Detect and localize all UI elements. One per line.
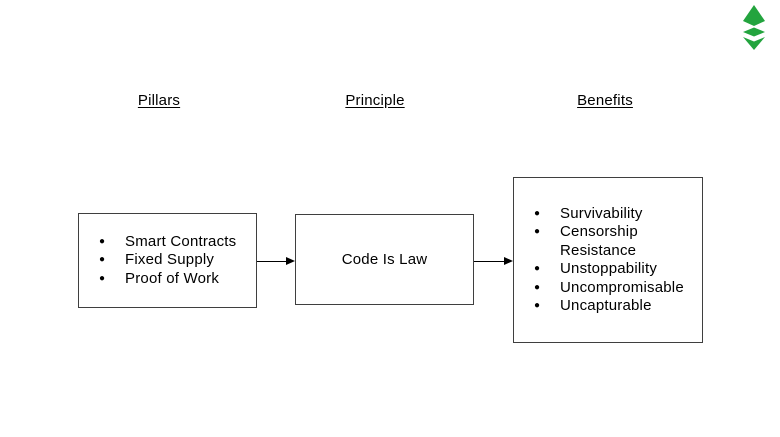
bullet-icon: ●: [99, 235, 106, 247]
arrow-head-icon: [286, 256, 295, 265]
bullet-icon: ●: [99, 254, 106, 266]
pillars-box: ● Smart Contracts ● Fixed Supply ● Proof…: [78, 213, 257, 308]
list-item: ● Censorship Resistance: [534, 223, 698, 260]
benefits-item-label: Censorship Resistance: [560, 223, 638, 259]
pillars-item-label: Smart Contracts: [125, 232, 237, 250]
benefits-item-label: Unstoppability: [560, 260, 658, 277]
list-item: ● Survivability: [534, 205, 698, 224]
bullet-icon: ●: [534, 300, 541, 311]
list-item: ● Uncompromisable: [534, 279, 698, 298]
column-header-benefits: Benefits: [577, 92, 633, 109]
bullet-icon: ●: [534, 207, 541, 219]
ethereum-classic-logo-icon: [743, 5, 765, 50]
logo-middle-facet: [743, 27, 765, 37]
principle-label: Code Is Law: [341, 251, 428, 268]
list-item: ● Smart Contracts: [99, 233, 252, 252]
bullet-icon: ●: [99, 272, 106, 284]
bullet-icon: ●: [534, 263, 541, 274]
principle-box: Code Is Law: [295, 214, 474, 305]
list-item: ● Fixed Supply: [99, 251, 252, 270]
list-item: ● Unstoppability: [534, 260, 698, 279]
benefits-list: ● Survivability ● Censorship Resistance …: [514, 205, 702, 316]
column-header-pillars: Pillars: [137, 92, 181, 109]
bullet-icon: ●: [534, 281, 541, 293]
pillars-list: ● Smart Contracts ● Fixed Supply ● Proof…: [79, 233, 256, 289]
bullet-icon: ●: [534, 226, 541, 237]
pillars-item-label: Proof of Work: [125, 269, 220, 287]
arrow-line: [474, 260, 505, 262]
benefits-box: ● Survivability ● Censorship Resistance …: [513, 177, 703, 343]
column-header-principle: Principle: [345, 92, 405, 109]
list-item: ● Uncapturable: [534, 297, 698, 316]
list-item: ● Proof of Work: [99, 270, 252, 289]
benefits-item-label: Uncompromisable: [560, 278, 684, 296]
arrow-line: [257, 260, 287, 262]
logo-top-facet: [743, 5, 765, 26]
benefits-item-label: Survivability: [560, 204, 643, 222]
logo-bottom-facet: [743, 37, 765, 50]
benefits-item-label: Uncapturable: [560, 297, 652, 314]
pillars-item-label: Fixed Supply: [125, 251, 215, 269]
arrow-head-icon: [504, 256, 513, 265]
